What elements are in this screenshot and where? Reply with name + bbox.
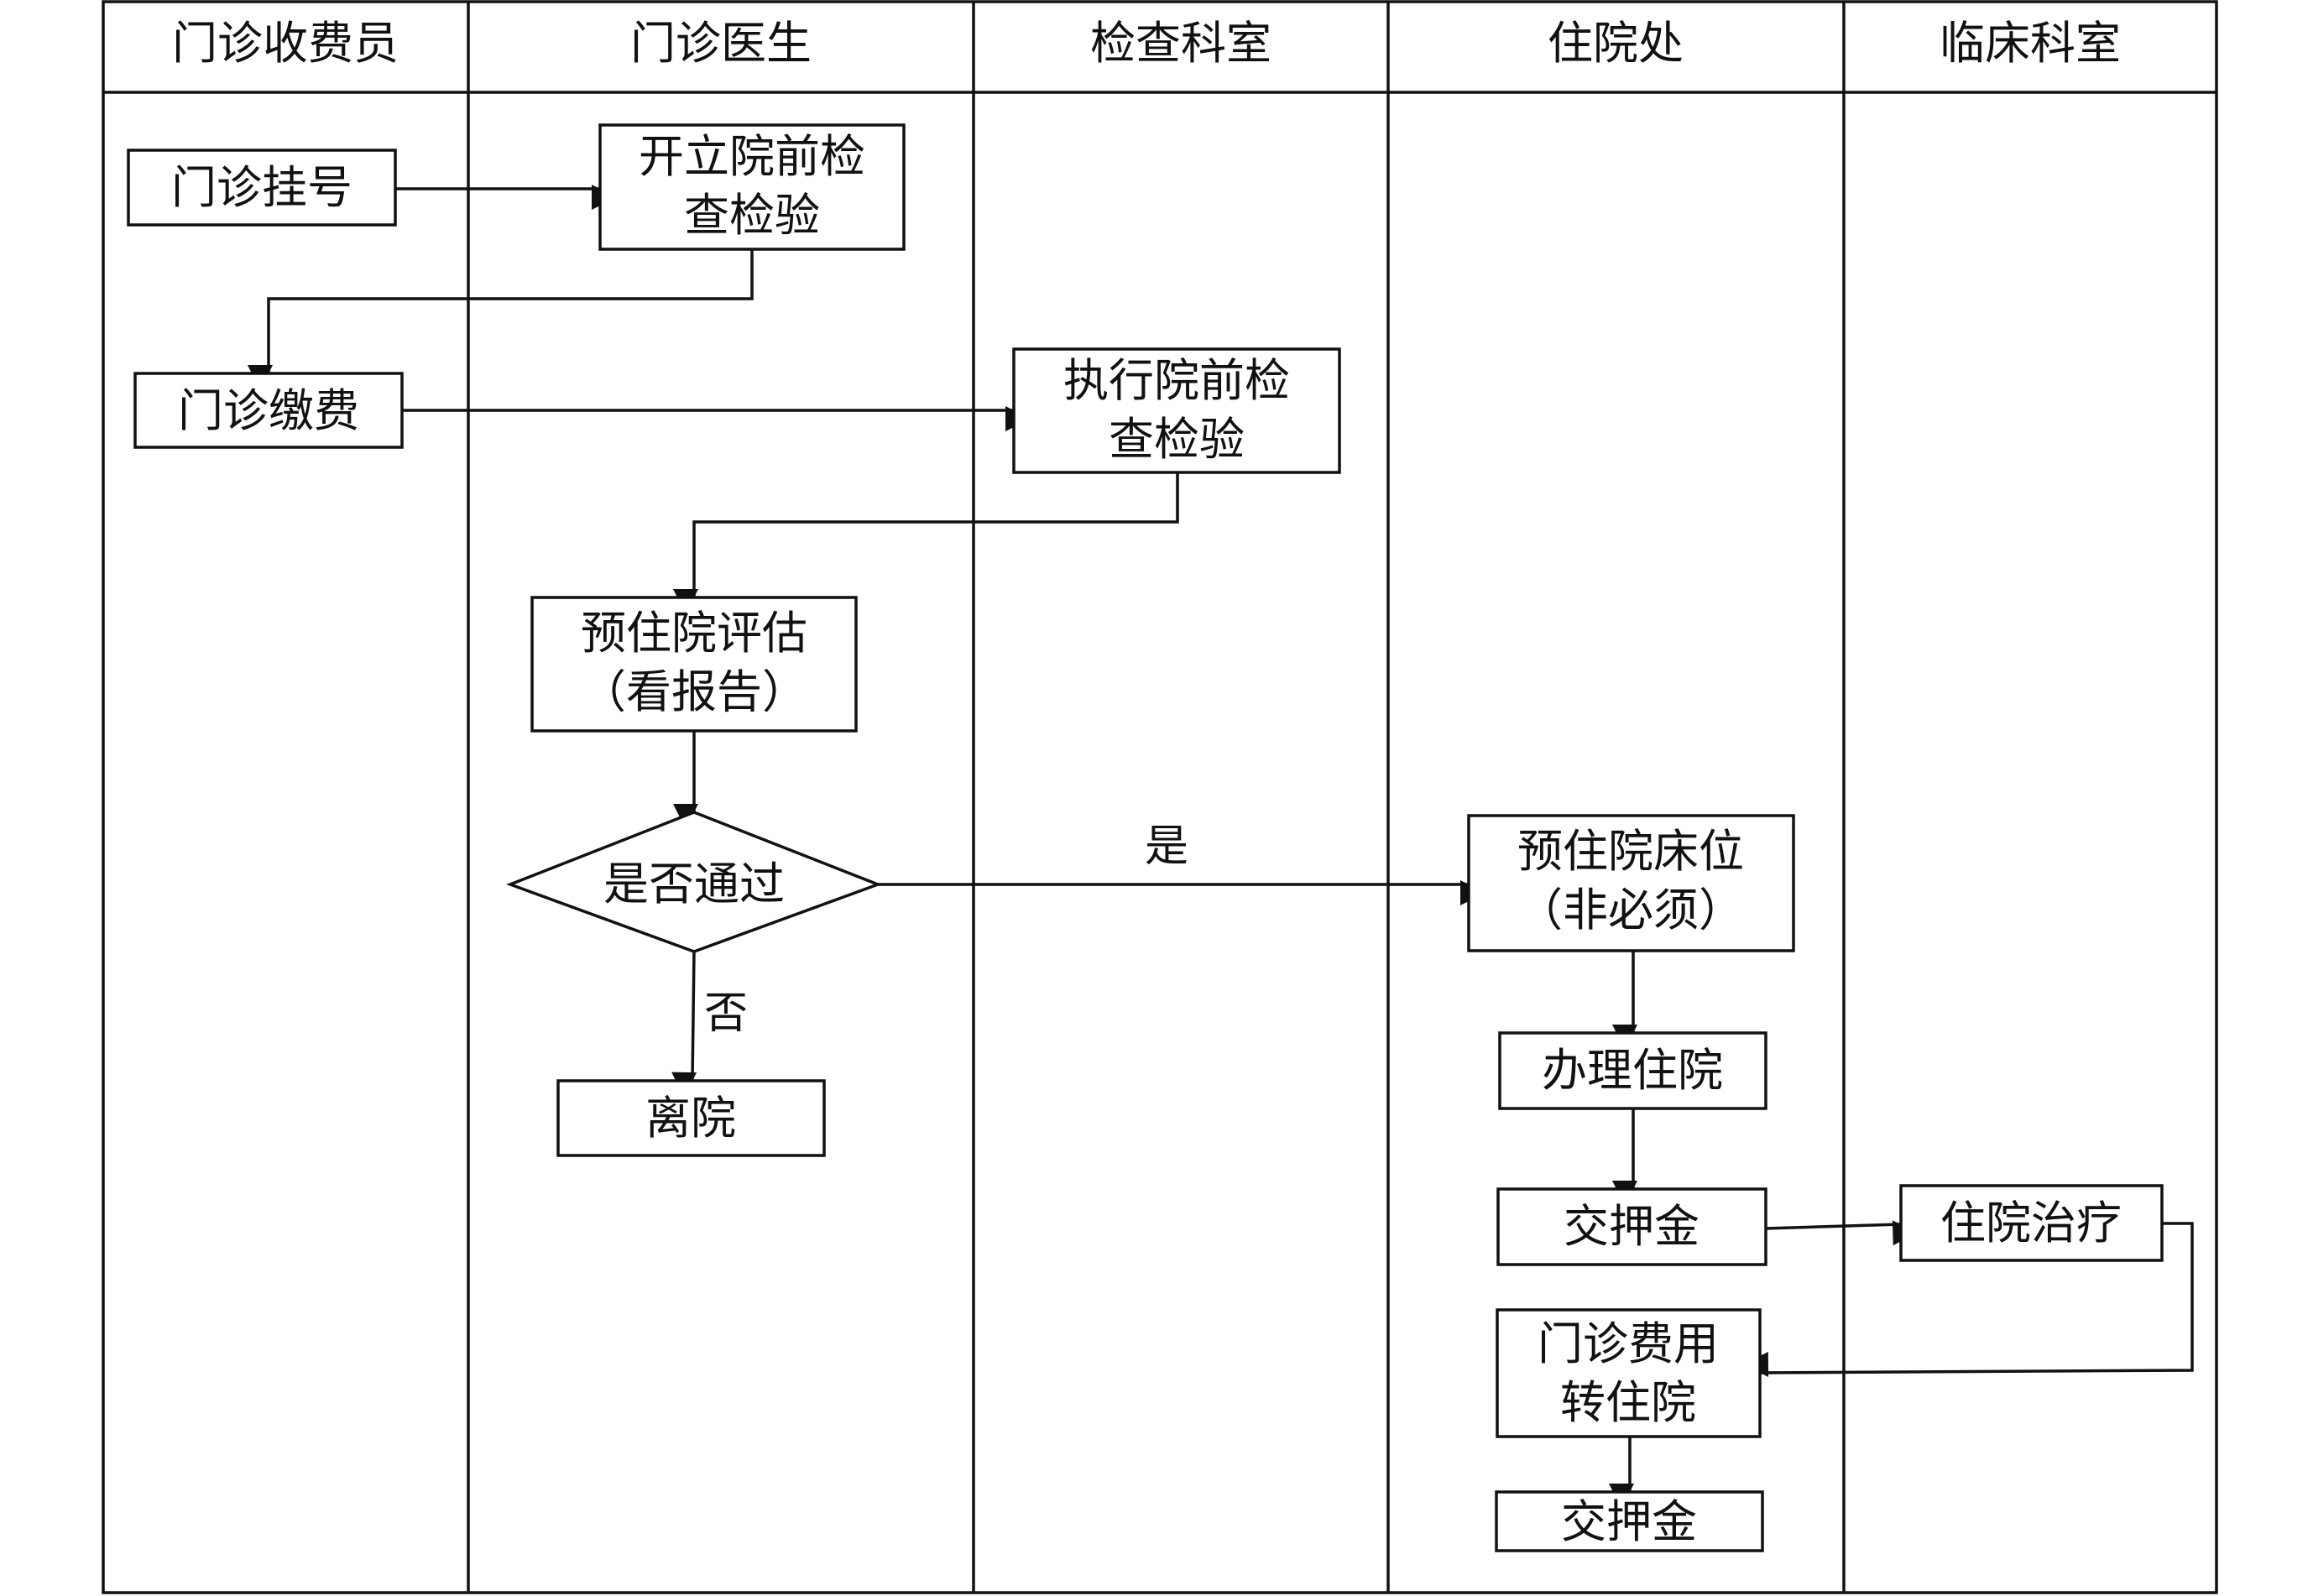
- node-transfer-fees: 门诊费用 转住院: [1496, 1308, 1762, 1438]
- edge-deposit-to-treatment: [1765, 1220, 1919, 1246]
- node-deposit-1: 交押金: [1496, 1187, 1767, 1266]
- node-registration: 门诊挂号: [127, 149, 397, 227]
- node-pre-bed-line-2: （非必须）: [1517, 884, 1744, 936]
- lane-title-cashier: 门诊收费员: [172, 17, 399, 70]
- node-pass-decision: 是否通过: [506, 811, 882, 953]
- lane-title-clinical-dept: 临床科室: [1940, 17, 2121, 70]
- node-pre-assess-line-1: 预住院评估: [581, 607, 807, 660]
- node-deposit-2-label: 交押金: [1561, 1495, 1697, 1548]
- node-order-exam-line-2: 查检验: [684, 189, 820, 242]
- lane-title-admission-office: 住院处: [1548, 17, 1684, 70]
- node-discharge-label: 离院: [645, 1092, 736, 1145]
- node-registration-label: 门诊挂号: [171, 161, 352, 214]
- node-pre-assess-line-2: （看报告）: [581, 665, 807, 718]
- node-treatment: 住院治疗: [1899, 1184, 2164, 1262]
- node-payment: 门诊缴费: [133, 372, 404, 449]
- connectors: [248, 185, 2194, 1509]
- node-perform-exam-line-1: 执行院前检: [1063, 354, 1290, 407]
- edge-decision-no: [671, 951, 697, 1098]
- node-order-exam-line-1: 开立院前检: [639, 130, 865, 183]
- node-pre-bed-line-1: 预住院床位: [1517, 825, 1744, 878]
- lane-title-doctor: 门诊医生: [630, 17, 812, 70]
- lane-headers: 门诊收费员 门诊医生 检查科室 住院处 临床科室: [172, 17, 2121, 70]
- swimlane-frame: [102, 0, 2218, 1594]
- edge-label-yes: 是: [1145, 821, 1188, 872]
- node-treatment-label: 住院治疗: [1940, 1197, 2122, 1249]
- edge-exam-to-assess: [673, 472, 1179, 614]
- node-deposit-1-label: 交押金: [1564, 1200, 1700, 1253]
- node-pre-assess: 预住院评估 （看报告）: [530, 596, 858, 733]
- edge-treatment-to-transfer: [1742, 1222, 2194, 1377]
- edge-order-to-payment: [248, 249, 754, 390]
- node-discharge: 离院: [556, 1079, 826, 1157]
- node-admission-label: 办理住院: [1542, 1044, 1723, 1097]
- node-transfer-fees-line-1: 门诊费用: [1538, 1317, 1719, 1370]
- swimlane-grid: [102, 0, 2218, 1594]
- edge-label-no: 否: [704, 988, 748, 1039]
- node-payment-label: 门诊缴费: [178, 384, 359, 437]
- node-perform-exam-line-2: 查检验: [1109, 413, 1245, 466]
- node-perform-exam: 执行院前检 查检验: [1012, 347, 1341, 474]
- node-pre-bed: 预住院床位 （非必须）: [1467, 814, 1795, 952]
- node-pass-decision-label: 是否通过: [603, 858, 785, 910]
- node-deposit-2: 交押金: [1495, 1490, 1764, 1552]
- lane-title-exam-dept: 检查科室: [1090, 17, 1271, 70]
- node-order-exam: 开立院前检 查检验: [598, 123, 906, 251]
- node-admission: 办理住院: [1498, 1031, 1767, 1110]
- node-transfer-fees-line-2: 转住院: [1560, 1376, 1696, 1429]
